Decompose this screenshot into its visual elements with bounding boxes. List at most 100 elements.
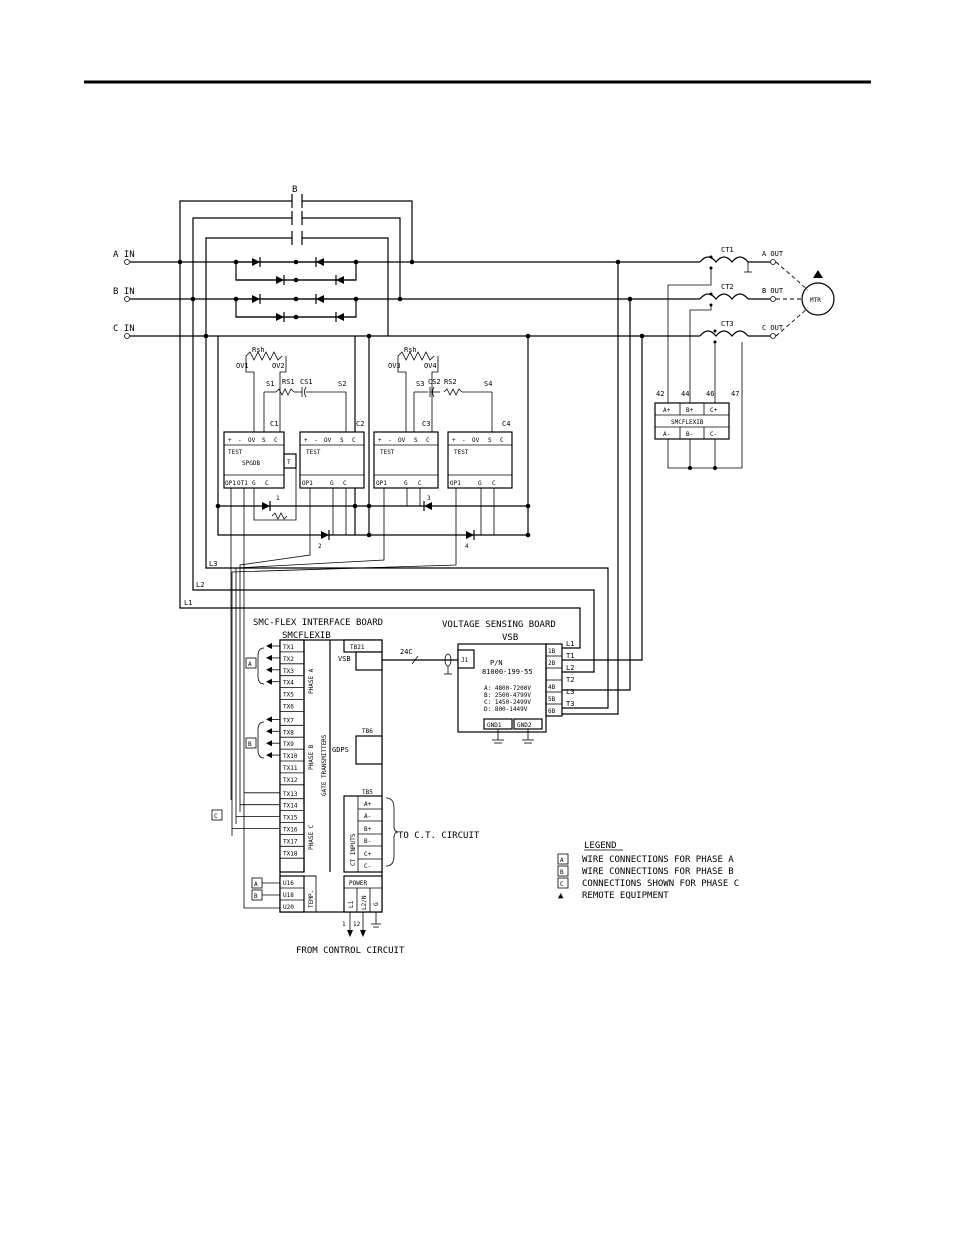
svg-text:A: 4800-7200V: A: 4800-7200V — [484, 685, 531, 692]
svg-text:C: C — [352, 437, 356, 444]
c4-label: C4 — [502, 420, 510, 428]
svg-text:TEST: TEST — [454, 449, 469, 456]
arrow-icon — [266, 643, 272, 649]
svg-text:OV: OV — [472, 437, 480, 444]
capacitor-network: B — [177, 185, 415, 339]
svg-text:-: - — [238, 437, 242, 444]
tx-terminal-label: TX15 — [283, 815, 298, 822]
svg-text:1: 1 — [342, 921, 346, 928]
tx-terminal-label: TX13 — [283, 791, 298, 798]
from-control-label: FROM CONTROL CIRCUIT — [296, 946, 405, 956]
phase-a-label: PHASE A — [308, 668, 315, 694]
svg-text:L3: L3 — [566, 688, 574, 696]
legend-item-a: WIRE CONNECTIONS FOR PHASE A — [582, 855, 734, 865]
svg-text:B: 2500-4799V: B: 2500-4799V — [484, 692, 531, 699]
vsb-part-number: 81000-199-55 — [482, 668, 533, 676]
svg-text:G: G — [404, 480, 408, 487]
svg-text:OT1: OT1 — [237, 480, 248, 487]
svg-text:U20: U20 — [283, 904, 294, 911]
svg-text:A-: A- — [663, 431, 670, 438]
svg-text:OP1: OP1 — [225, 480, 236, 487]
output-label-b: B OUT — [762, 287, 784, 295]
gdps-label: GDPS — [332, 746, 349, 754]
interface-board: SMC-FLEX INTERFACE BOARD SMCFLEXIB TB21 … — [211, 545, 480, 956]
svg-text:TB6: TB6 — [362, 728, 373, 735]
svg-text:S: S — [262, 437, 266, 444]
svg-text:+: + — [452, 437, 456, 444]
svg-text:A+: A+ — [663, 407, 671, 414]
tx-terminal-label: TX10 — [283, 753, 298, 760]
input-label-b: B IN — [113, 287, 135, 297]
svg-text:12: 12 — [353, 921, 361, 928]
tx-terminal-label: TX14 — [283, 803, 298, 810]
rsh-label-1: Rsh — [252, 346, 265, 354]
ct-interface-name: SMCFLEXIB — [671, 419, 704, 426]
svg-text:A+: A+ — [364, 801, 372, 808]
s4-label: S4 — [484, 380, 492, 388]
svg-text:OP1: OP1 — [376, 480, 387, 487]
svg-text:4B: 4B — [548, 684, 556, 691]
rs1-label: RS1 — [282, 378, 295, 386]
svg-text:B: B — [248, 741, 252, 748]
ct3-label: CT3 — [721, 320, 734, 328]
c3-label: C3 — [422, 420, 430, 428]
svg-text:TEST: TEST — [306, 449, 321, 456]
svg-text:A: A — [560, 857, 564, 864]
svg-text:G: G — [330, 480, 334, 487]
svg-text:L2/N: L2/N — [361, 895, 368, 910]
output-label-c: C OUT — [762, 324, 784, 332]
to-ct-label: TO C.T. CIRCUIT — [398, 831, 480, 841]
svg-text:GND1: GND1 — [487, 722, 502, 729]
arrow-icon — [266, 666, 272, 673]
input-label-c: C IN — [113, 324, 135, 334]
svg-text:1B: 1B — [548, 648, 556, 655]
svg-text:-: - — [314, 437, 318, 444]
arrow-icon — [266, 678, 272, 685]
scr-1-label: 1 — [276, 495, 280, 502]
svg-text:42: 42 — [656, 390, 664, 398]
svg-text:OP1: OP1 — [450, 480, 461, 487]
tx-terminal-label: TX6 — [283, 704, 294, 711]
svg-text:C: C — [560, 881, 564, 888]
svg-text:A: A — [248, 661, 252, 668]
phase-c-label: PHASE C — [308, 824, 315, 850]
svg-text:+: + — [378, 437, 382, 444]
svg-text:OV: OV — [398, 437, 406, 444]
svg-text:+: + — [228, 437, 232, 444]
c2-label: C2 — [356, 420, 364, 428]
svg-text:S: S — [340, 437, 344, 444]
svg-text:C-: C- — [364, 863, 371, 870]
svg-text:L1: L1 — [566, 640, 574, 648]
input-label-a: A IN — [113, 250, 135, 260]
svg-text:GND2: GND2 — [517, 722, 532, 729]
svg-text:G: G — [478, 480, 482, 487]
svg-text:S: S — [488, 437, 492, 444]
svg-text:6B: 6B — [548, 708, 556, 715]
svg-text:47: 47 — [731, 390, 739, 398]
svg-text:TB5: TB5 — [362, 789, 373, 796]
s1-label: S1 — [266, 380, 274, 388]
svg-text:B+: B+ — [686, 407, 694, 414]
svg-text:5B: 5B — [548, 696, 556, 703]
gate-board-4: + - OV S C TEST OP1 G C — [447, 431, 513, 489]
svg-text:C: C — [492, 480, 496, 487]
svg-text:C: C — [426, 437, 430, 444]
gate-transmitters-label: GATE TRANSMITTERS — [321, 734, 328, 796]
tx-terminal-label: TX16 — [283, 827, 298, 834]
svg-text:T1: T1 — [566, 652, 574, 660]
svg-text:C: C — [418, 480, 422, 487]
temp-sensor-label: T — [287, 459, 291, 466]
vsb-subtitle: VSB — [502, 633, 518, 643]
interface-board-subtitle: SMCFLEXIB — [282, 631, 331, 641]
ct-inputs-label: CT INPUTS — [350, 833, 357, 866]
tx-terminal-label: TX11 — [283, 765, 298, 772]
svg-text:C-: C- — [710, 431, 717, 438]
arrow-icon — [266, 716, 272, 723]
ov1-label: OV1 — [236, 362, 249, 370]
scr-3-label: 3 — [427, 495, 431, 502]
svg-text:OV: OV — [324, 437, 332, 444]
svg-text:L2: L2 — [566, 664, 574, 672]
scr-2-label: 2 — [318, 543, 322, 550]
svg-text:G: G — [373, 902, 380, 906]
